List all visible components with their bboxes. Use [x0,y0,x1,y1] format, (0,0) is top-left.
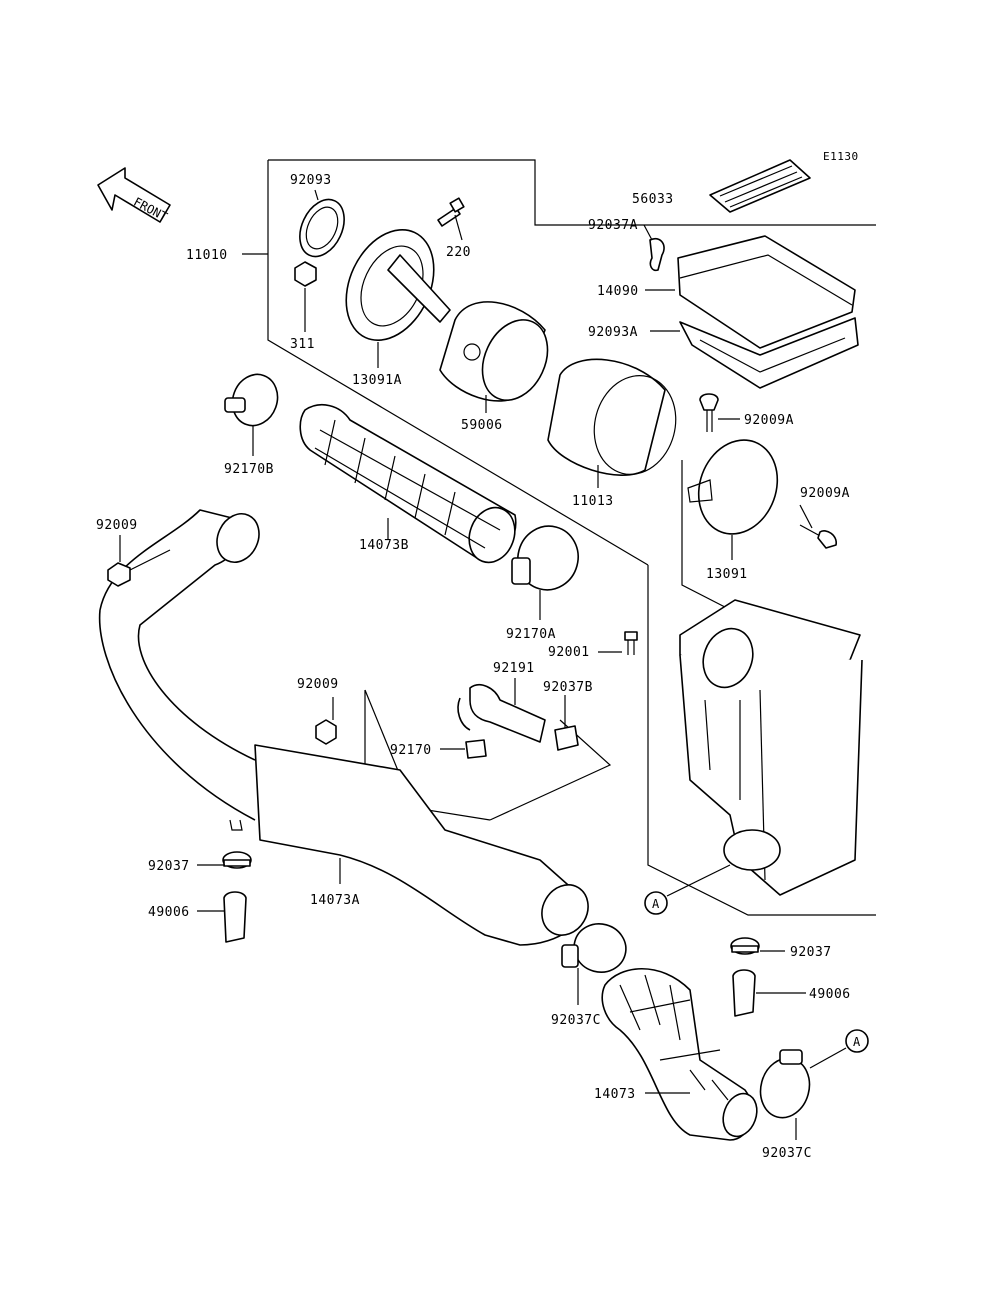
label-92170b: 92170B [224,462,274,477]
label-13091: 13091 [706,567,748,582]
bolt-92009a-part [699,393,719,432]
front-arrow-icon: FRONT [97,167,171,224]
clamp-92037c-left-part [561,923,627,973]
label-14073b: 14073B [359,538,409,553]
label-92093a: 92093A [588,325,638,340]
bolt-92009a-side-part [799,524,837,549]
svg-text:A: A [652,897,660,911]
intake-duct-lower-part [98,509,589,946]
screw-92001-part [624,631,638,655]
callout-a-left: A [644,864,731,915]
label-92001: 92001 [548,645,590,660]
clamp-92170a-part [511,525,579,591]
clamp-92170b-part [224,373,279,427]
label-59006: 59006 [461,418,503,433]
cover-plate-part [687,439,779,535]
label-92037-left: 92037 [148,859,190,874]
label-14073: 14073 [594,1087,636,1102]
label-92037a: 92037A [588,218,638,233]
label-311: 311 [290,337,315,352]
decal-part [709,159,811,213]
bolt-220-part [437,197,465,227]
clip-part [649,237,665,272]
filter-element-part [439,301,549,402]
label-49006-left: 49006 [148,905,190,920]
label-92009a-side: 92009A [800,486,850,501]
label-92037c-left: 92037C [551,1013,601,1028]
clamp-92037-left-part [222,851,252,869]
label-92037-right: 92037 [790,945,832,960]
callout-a-right: A [809,1029,869,1069]
airbox-cover-part [677,235,859,389]
label-92009-mid: 92009 [297,677,339,692]
nut-311-part [294,261,317,287]
label-92170a: 92170A [506,627,556,642]
intake-duct-upper-part [299,404,517,564]
filter-holder-part [345,228,451,342]
label-92009-left: 92009 [96,518,138,533]
breather-hose-part [457,684,546,743]
label-11010: 11010 [186,248,228,263]
label-56033: 56033 [632,192,674,207]
diagram-code: E1130 [823,150,859,163]
hose-49006-left-part [223,891,247,943]
label-92037b: 92037B [543,680,593,695]
seal-ring-part [299,198,345,258]
bolt-92009-left-part [107,549,171,587]
airbox-housing-part [679,599,863,896]
clip-92170-part [465,739,487,759]
bolt-92009-mid-part [315,719,337,745]
foam-filter-part [547,358,677,476]
clamp-92037c-right-part [759,1049,811,1119]
svg-text:A: A [853,1035,861,1049]
label-11013: 11013 [572,494,614,509]
label-92037c-right: 92037C [762,1146,812,1161]
leader-lines [119,189,813,1140]
intake-duct-bottom-part [601,968,758,1141]
label-14073a: 14073A [310,893,360,908]
label-92009a-top: 92009A [744,413,794,428]
label-92170: 92170 [390,743,432,758]
label-220: 220 [446,245,471,260]
label-92191: 92191 [493,661,535,676]
label-92093: 92093 [290,173,332,188]
label-14090: 14090 [597,284,639,299]
clip-92037b-part [554,725,579,751]
clamp-92037-right-part [730,937,760,955]
hose-49006-right-part [732,969,756,1017]
label-13091a: 13091A [352,373,402,388]
part-labels: E1130 92093 220 11010 311 13091A 59006 1… [96,150,859,1161]
label-49006-right: 49006 [809,987,851,1002]
